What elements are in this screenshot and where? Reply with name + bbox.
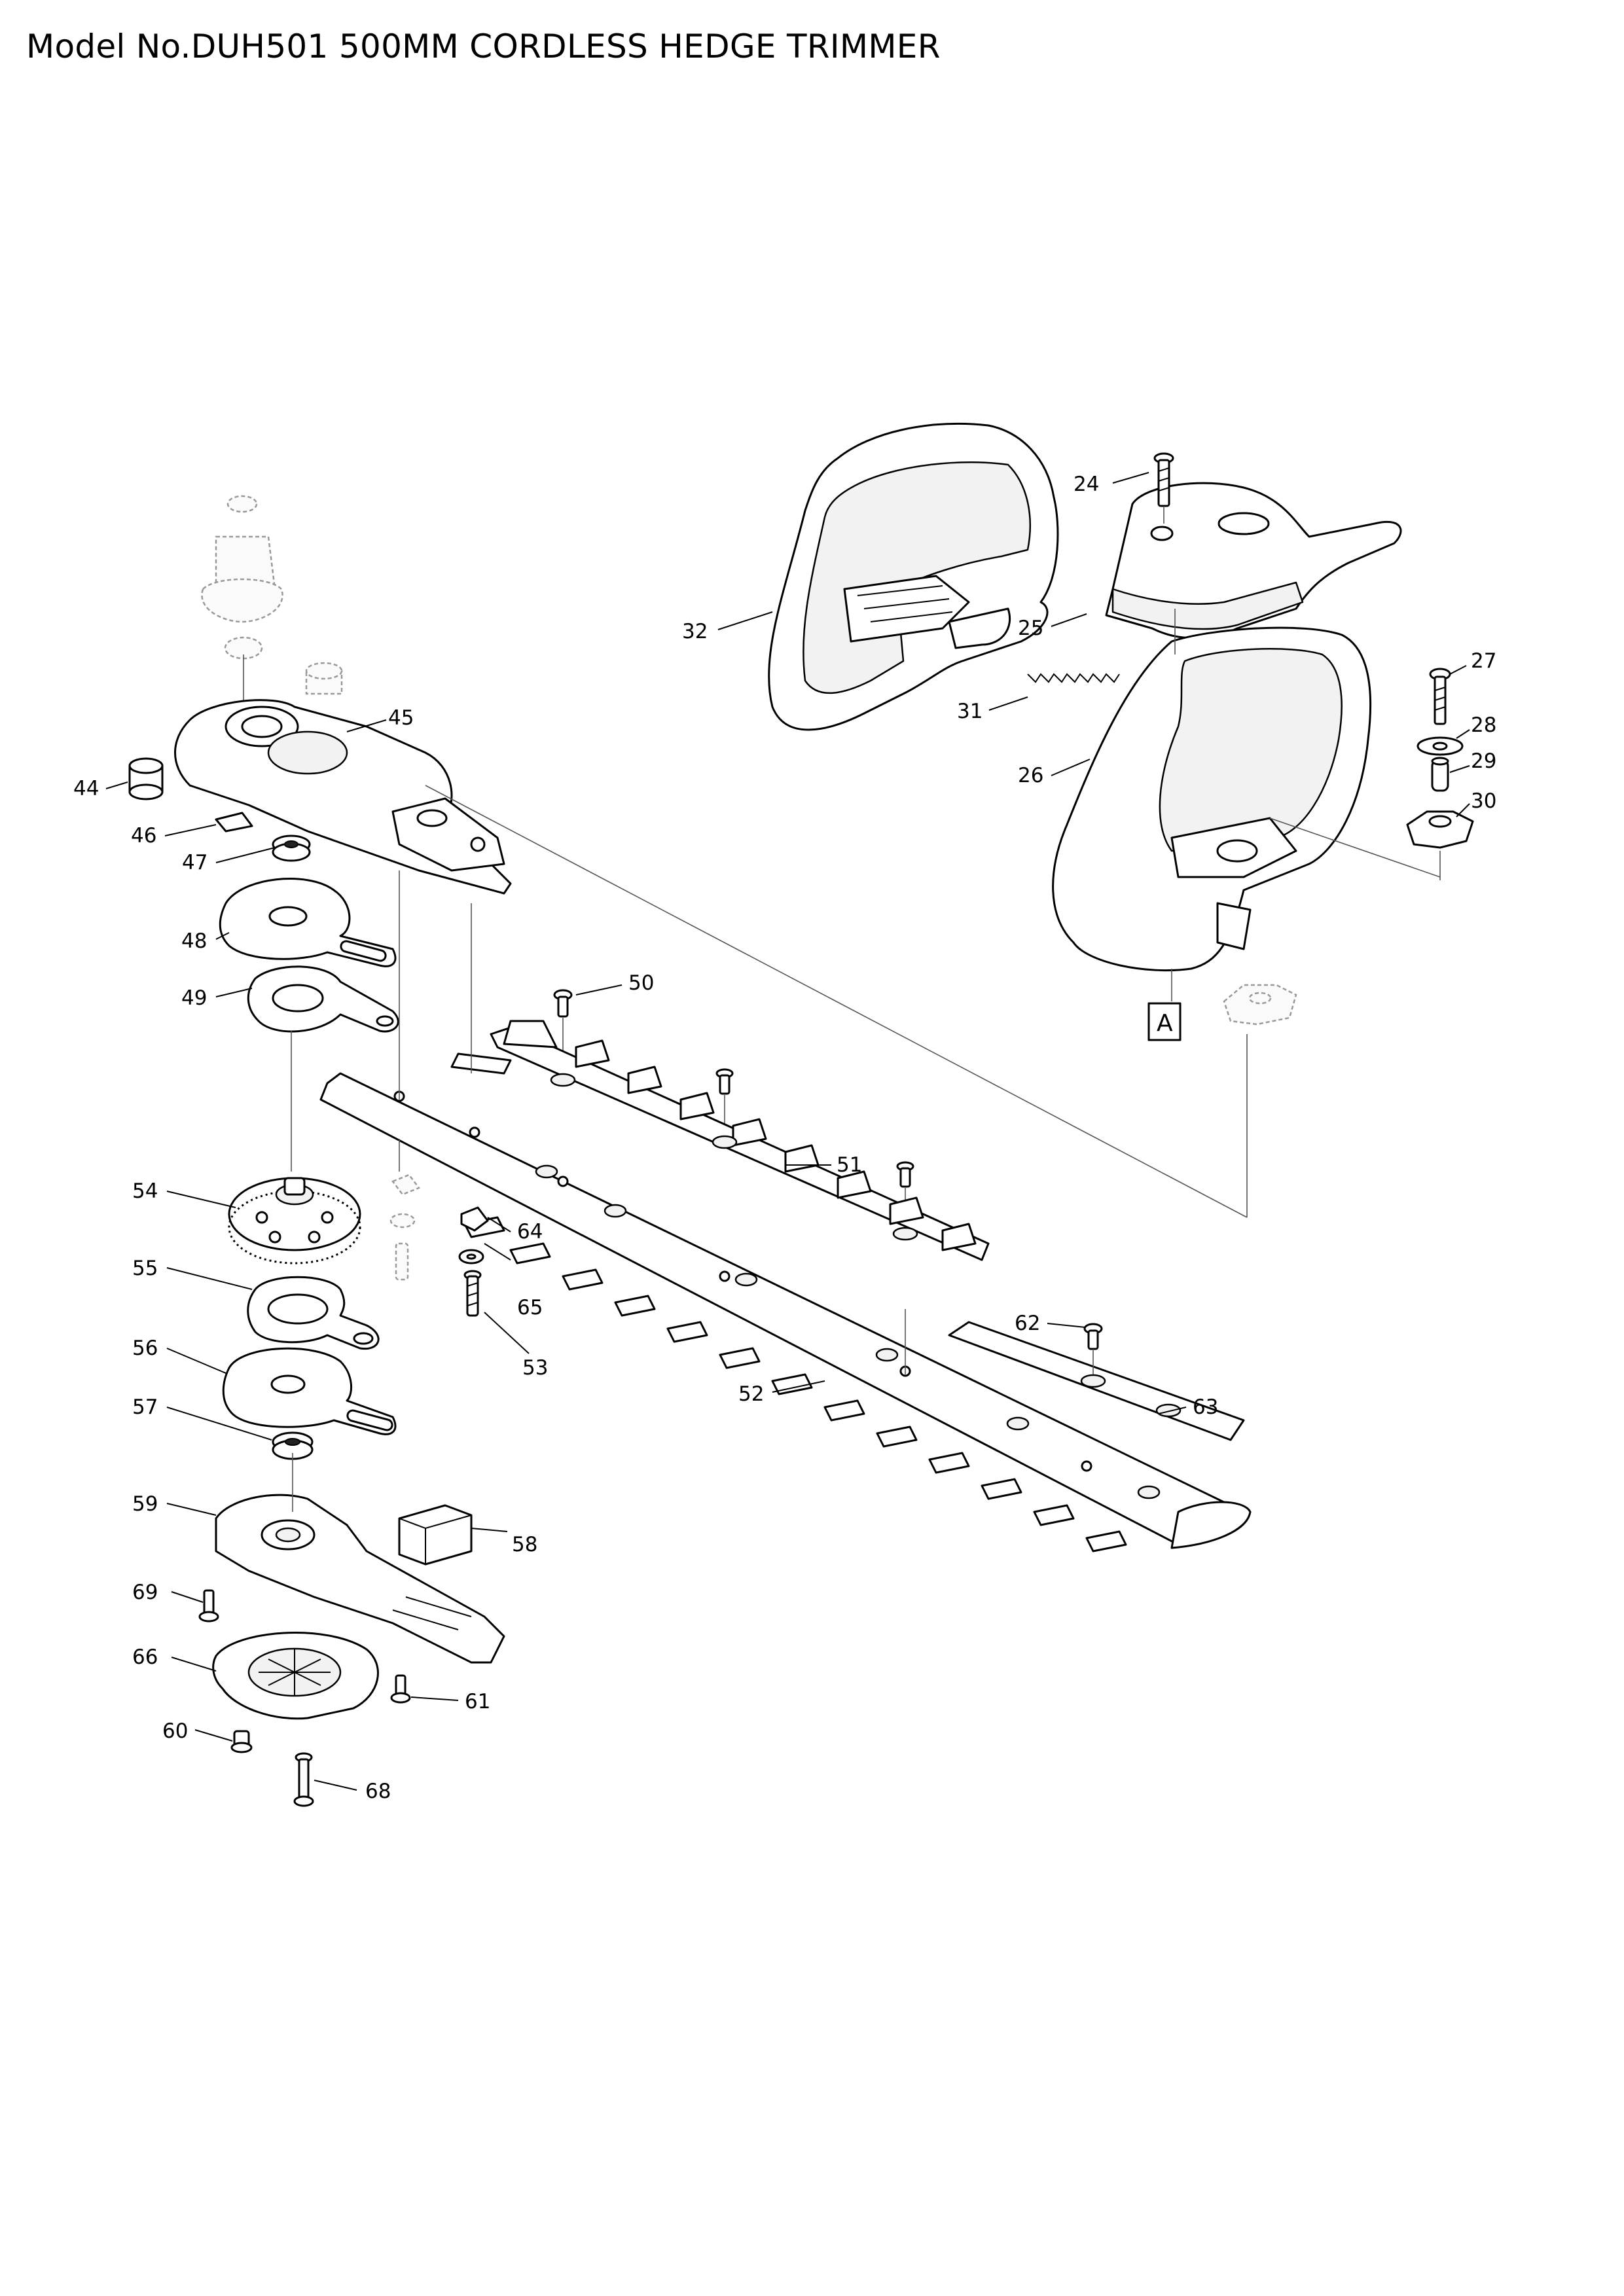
fan-cover-part-66 [212,1632,379,1720]
gear-case-part-59 [215,1494,505,1664]
spring-part-31 [1027,673,1120,683]
clip-part-46 [215,812,253,833]
plate-part-55 [247,1276,380,1350]
callout-25: 25 [1018,617,1043,640]
callout-24: 24 [1074,473,1099,496]
screw-part-68 [293,1752,314,1807]
callout-69: 69 [132,1581,158,1604]
callout-56: 56 [132,1336,158,1360]
screw-part-62 [1083,1323,1103,1374]
callout-48: 48 [181,929,207,953]
screw-blade-a [715,1068,734,1139]
callout-63: 63 [1193,1395,1218,1419]
bearing-part-47 [272,834,311,862]
spacer-part-64 [460,1206,489,1232]
plate-part-56 [222,1347,397,1435]
callout-51: 51 [837,1153,862,1177]
screw-part-24 [1153,452,1174,524]
nut-part-30 [1406,810,1474,849]
callout-45: 45 [388,706,414,730]
small-parts-ghost [389,1174,420,1281]
callout-65: 65 [517,1296,543,1319]
callout-55: 55 [132,1257,158,1280]
damper-ghost [305,662,343,695]
lower-blade-part-52 [319,1072,1252,1552]
screw-part-27 [1429,668,1451,725]
callout-50: 50 [628,971,654,995]
callout-62: 62 [1015,1312,1040,1335]
callout-60: 60 [162,1719,188,1743]
screw-part-50 [553,989,573,1073]
screw-part-69 [198,1589,219,1623]
rear-handle-part-26 [1052,626,1372,972]
callout-59: 59 [132,1492,158,1516]
callout-53: 53 [522,1356,548,1380]
sleeve-part-29 [1431,757,1449,792]
armature-ghost [201,495,283,733]
callout-68: 68 [365,1780,391,1803]
callout-66: 66 [132,1645,158,1669]
damper-part-44 [128,757,164,800]
bearing-part-57 [272,1431,314,1460]
view-a-label: A [1157,1010,1173,1037]
screw-blade-b [896,1161,914,1230]
callout-27: 27 [1471,649,1496,673]
callout-47: 47 [182,851,208,874]
callout-30: 30 [1471,789,1496,813]
callout-labels: 24 25 26 27 28 29 30 31 32 44 45 46 47 4… [73,473,1496,1803]
washer-part-65 [458,1249,484,1265]
callout-49: 49 [181,986,207,1010]
gear-part-54 [228,1177,361,1265]
washer-part-28 [1416,736,1464,756]
gear-housing-part-45 [174,699,512,895]
callout-28: 28 [1471,713,1496,737]
upper-blade-part-51 [450,1020,990,1261]
callout-44: 44 [73,777,99,800]
callout-32: 32 [682,620,708,643]
nut-view-a [1223,984,1297,1026]
callout-52: 52 [738,1382,764,1406]
callout-31: 31 [957,700,983,723]
switch-cover-part-25 [1105,482,1402,639]
screw-part-60 [230,1730,253,1753]
leader-lines [105,472,1470,1791]
callout-26: 26 [1018,764,1043,787]
front-handle-part-32 [768,422,1059,731]
callout-46: 46 [131,824,156,848]
callout-29: 29 [1471,749,1496,773]
screw-part-53 [463,1270,482,1317]
plate-part-49 [247,965,399,1033]
callout-58: 58 [512,1533,537,1556]
callout-54: 54 [132,1179,158,1203]
callout-57: 57 [132,1395,158,1419]
block-part-58 [398,1504,473,1566]
assembly-guides [291,609,1441,1512]
plate-part-48 [219,878,397,967]
page-title: Model No.DUH501 500MM CORDLESS HEDGE TRI… [26,27,941,65]
callout-61: 61 [465,1690,490,1713]
view-a-box: A [1147,1002,1182,1041]
screw-part-61 [390,1674,411,1704]
callout-64: 64 [517,1220,543,1244]
